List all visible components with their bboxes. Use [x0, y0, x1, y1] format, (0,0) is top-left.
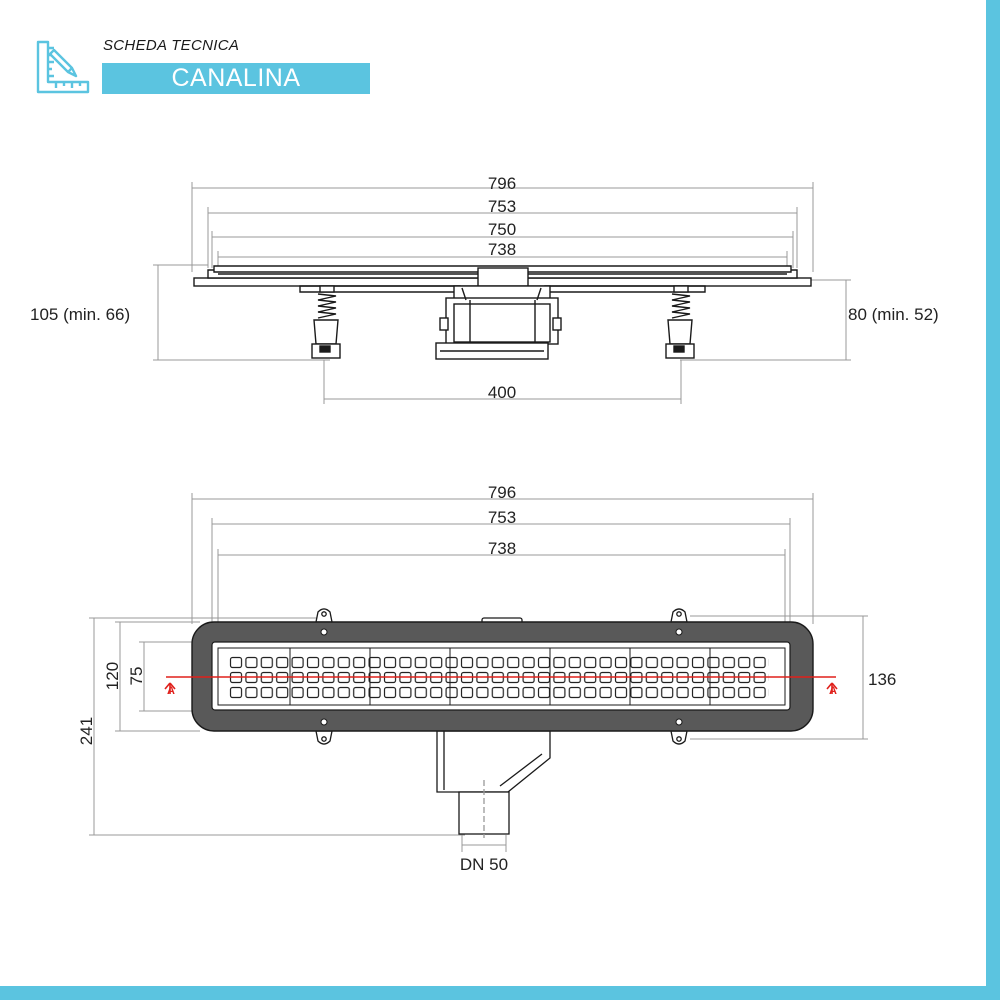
side-dim-height-left: 105 (min. 66): [30, 305, 130, 324]
top-dim-outlet: DN 50: [460, 855, 508, 874]
header-subtitle: SCHEDA TECNICA: [103, 37, 240, 54]
frame-border-right: [986, 0, 1000, 1000]
side-view: 796 753 750 738 105 (min. 66) 80 (min. 5…: [30, 174, 939, 404]
side-view-profile: [193, 265, 812, 360]
header-title-banner: CANALINA: [102, 63, 370, 94]
top-view: A A 796 753 738 136 DN 50 241 120 75: [77, 483, 896, 874]
top-dim-height-channel: 120: [103, 662, 122, 690]
header-title: CANALINA: [171, 64, 301, 92]
outlet-body: [436, 730, 551, 838]
channel-screws: [320, 628, 683, 726]
section-labels: A A: [167, 685, 837, 697]
side-view-foot-right: [665, 285, 695, 359]
side-dim-height-right: 80 (min. 52): [848, 305, 939, 324]
section-label-left: A: [167, 685, 175, 697]
mounting-brackets: [315, 608, 688, 745]
top-dim-frame: 753: [488, 508, 516, 527]
top-dim-width-body: 136: [868, 670, 896, 689]
side-dim-overall: 796: [488, 174, 516, 193]
ruler-pencil-icon: [36, 40, 90, 94]
frame-border-bottom: [0, 986, 1000, 1000]
side-view-dimensions: [153, 182, 851, 404]
top-dim-height-grate: 75: [127, 667, 146, 686]
side-view-foot-left: [311, 285, 341, 359]
side-dim-frame: 753: [488, 197, 516, 216]
top-dim-inner: 738: [488, 539, 516, 558]
side-dim-inner: 738: [488, 240, 516, 259]
side-dim-grate: 750: [488, 220, 516, 239]
side-dim-feet-spacing: 400: [488, 383, 516, 402]
section-line-a-a: [164, 676, 838, 694]
top-dim-overall: 796: [488, 483, 516, 502]
grate-hole-pattern: [229, 656, 769, 701]
top-view-dimensions: [89, 493, 868, 852]
section-label-right: A: [829, 685, 837, 697]
top-dim-height-total: 241: [77, 717, 96, 745]
